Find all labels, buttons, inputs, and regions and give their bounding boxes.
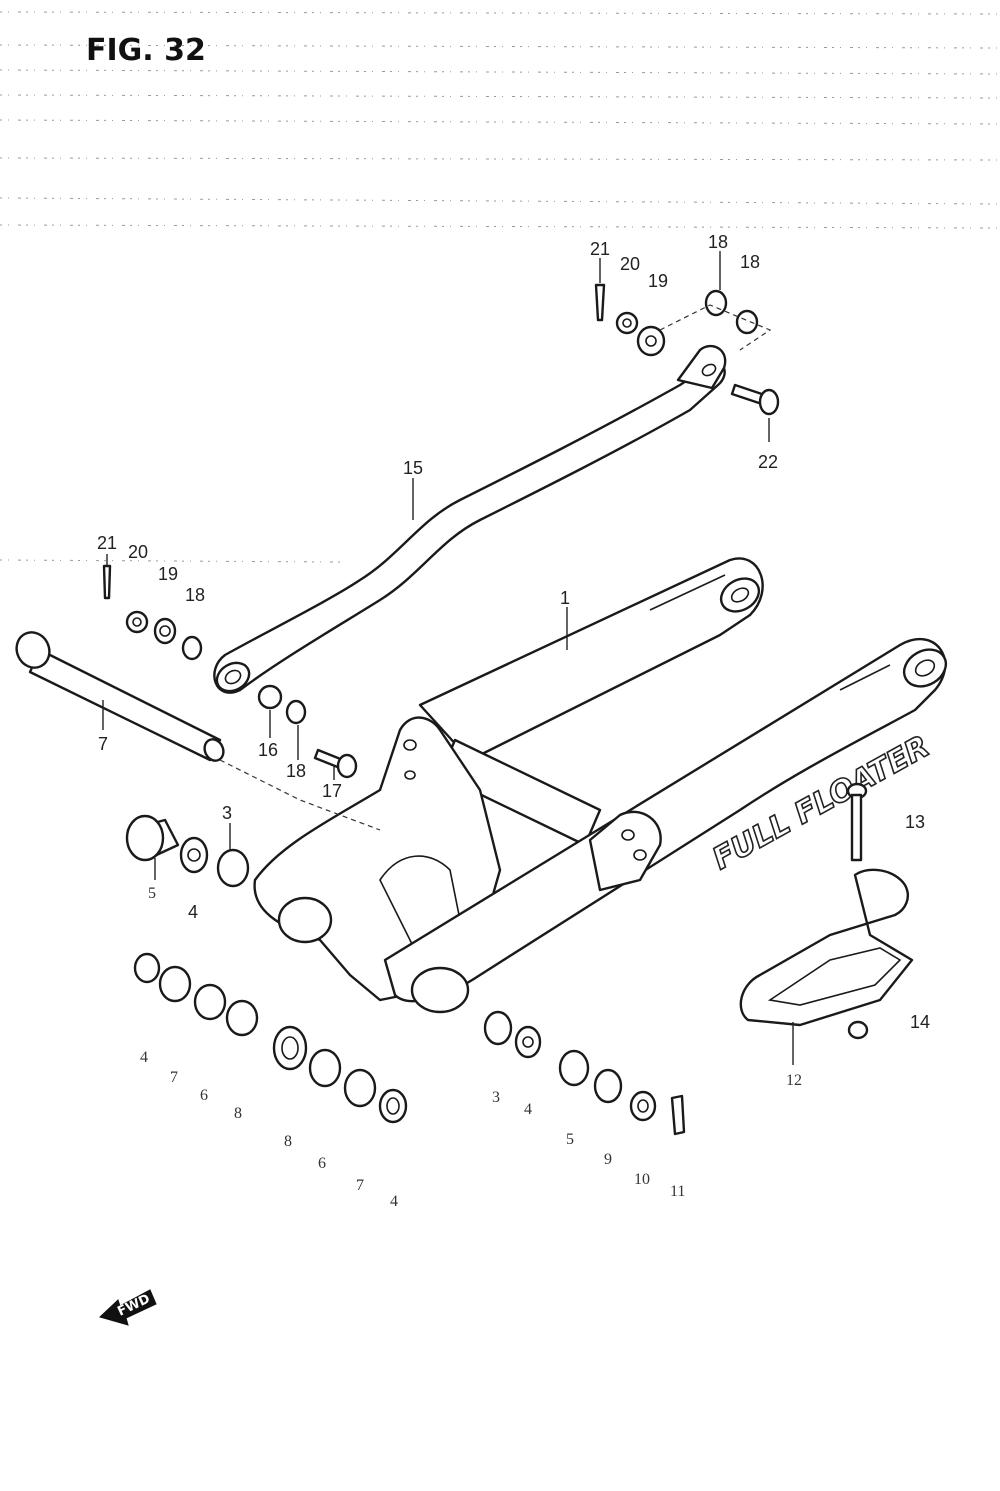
callout-9: 9	[604, 1151, 612, 1168]
bolt-13	[846, 782, 868, 862]
callout-3: 3	[492, 1089, 500, 1106]
leader-lines	[102, 251, 794, 1065]
callout-6: 6	[200, 1087, 208, 1104]
callout-19: 19	[158, 564, 178, 584]
callout-8: 8	[284, 1133, 292, 1150]
callout-18: 18	[185, 585, 205, 605]
link-rod-15	[213, 344, 727, 694]
callout-21: 21	[590, 239, 610, 259]
callout-15: 15	[403, 458, 423, 478]
figure-title: FIG. 32	[86, 33, 206, 68]
callout-7: 7	[170, 1069, 178, 1086]
callout-4: 4	[524, 1101, 532, 1118]
callout-18: 18	[708, 232, 728, 252]
callout-19: 19	[648, 271, 668, 291]
chain-guide-12	[739, 868, 914, 1040]
callout-7: 7	[98, 734, 108, 754]
callout-7: 7	[356, 1177, 364, 1194]
callout-4: 4	[140, 1049, 148, 1066]
callout-13: 13	[905, 812, 925, 832]
callout-18: 18	[740, 252, 760, 272]
callout-4: 4	[390, 1193, 398, 1210]
callout-12: 12	[786, 1072, 802, 1089]
callout-20: 20	[128, 542, 148, 562]
callout-labels: 21 20 19 18 18 22 15 1 21 20 19 18 7 16 …	[97, 232, 930, 1210]
bearing-stack-right	[483, 1010, 686, 1136]
callout-1: 1	[560, 588, 570, 608]
callout-22: 22	[758, 452, 778, 472]
fwd-arrow: FWD	[99, 1289, 157, 1326]
callout-18: 18	[286, 761, 306, 781]
callout-14: 14	[910, 1012, 930, 1032]
callout-10: 10	[634, 1171, 650, 1188]
callout-3: 3	[222, 803, 232, 823]
callout-17: 17	[322, 781, 342, 801]
fwd-label: FWD	[115, 1292, 152, 1320]
swingarm-1: FULL FLOATER	[253, 557, 948, 1014]
hardware-upper-right	[594, 283, 780, 416]
pivot-shaft-7	[15, 631, 381, 831]
hardware-upper-left	[102, 564, 358, 779]
scan-noise	[0, 11, 1000, 563]
callout-8: 8	[234, 1105, 242, 1122]
callout-11: 11	[670, 1183, 685, 1200]
callout-20: 20	[620, 254, 640, 274]
callout-6: 6	[318, 1155, 326, 1172]
bearing-stack-left	[125, 814, 259, 1037]
bearing-stack-center	[272, 1025, 408, 1124]
callout-16: 16	[258, 740, 278, 760]
callout-5: 5	[566, 1131, 574, 1148]
callout-21: 21	[97, 533, 117, 553]
callout-4: 4	[188, 902, 198, 922]
callout-5: 5	[148, 885, 156, 902]
